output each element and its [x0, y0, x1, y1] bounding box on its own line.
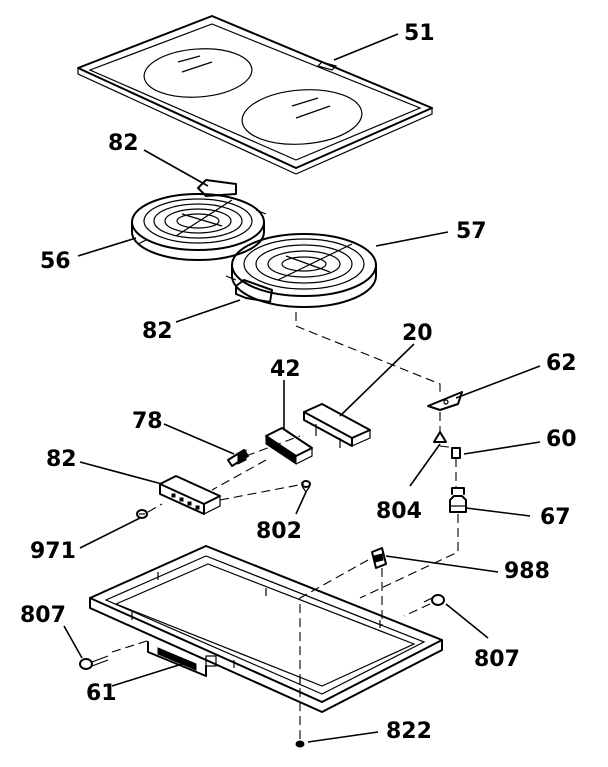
- screw-807-left[interactable]: [79, 655, 109, 670]
- plate-62[interactable]: [427, 391, 463, 411]
- label-988: 988: [504, 559, 550, 584]
- label-51: 51: [404, 21, 435, 46]
- block-42[interactable]: [265, 427, 313, 465]
- glass-cooktop-51[interactable]: [77, 15, 433, 175]
- label-56: 56: [40, 249, 71, 274]
- clip-988[interactable]: [371, 547, 387, 569]
- label-822: 822: [386, 719, 432, 744]
- bushing-67[interactable]: [449, 487, 467, 513]
- label-804: 804: [376, 499, 422, 524]
- label-61: 61: [86, 681, 117, 706]
- clip-78[interactable]: [227, 449, 249, 467]
- leader-lines: [63, 33, 541, 743]
- radiant-element-56[interactable]: [131, 179, 267, 261]
- assembly-lines: [111, 312, 459, 740]
- spacer-60[interactable]: [451, 447, 461, 459]
- screw-807-right[interactable]: [423, 594, 445, 606]
- label-78: 78: [132, 409, 163, 434]
- label-20: 20: [402, 321, 433, 346]
- label-807-right: 807: [474, 647, 520, 672]
- label-67: 67: [540, 505, 571, 530]
- label-60: 60: [546, 427, 577, 452]
- terminal-block-82[interactable]: [159, 475, 221, 515]
- fastener-804[interactable]: [433, 431, 447, 443]
- label-82-mid: 82: [142, 319, 173, 344]
- tray-61[interactable]: [89, 545, 443, 713]
- part-labels: 51 82 56 57 82 20 42 62 78 60 82 804 67 …: [20, 21, 577, 744]
- label-57: 57: [456, 219, 487, 244]
- label-82-block: 82: [46, 447, 77, 472]
- screw-822[interactable]: [295, 740, 305, 748]
- label-62: 62: [546, 351, 577, 376]
- label-807-left: 807: [20, 603, 66, 628]
- label-971: 971: [30, 539, 76, 564]
- screw-971[interactable]: [136, 509, 148, 519]
- screw-802[interactable]: [301, 480, 311, 494]
- label-42: 42: [270, 357, 301, 382]
- label-82-top: 82: [108, 131, 139, 156]
- label-802: 802: [256, 519, 302, 544]
- bracket-20[interactable]: [303, 403, 371, 448]
- radiant-element-57[interactable]: [225, 233, 377, 308]
